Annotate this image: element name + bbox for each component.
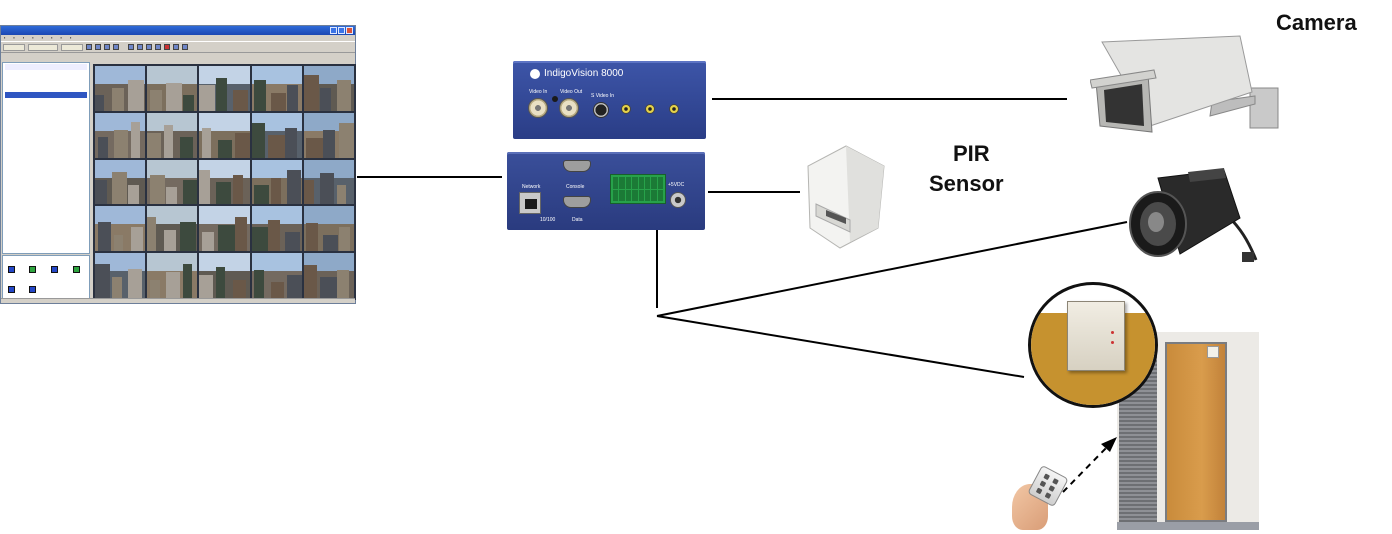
- pir-label-line2: Sensor: [929, 171, 1004, 196]
- camera-tile[interactable]: [251, 206, 302, 252]
- camera-video-grid: [93, 64, 356, 300]
- audio-jack-yellow-icon: [645, 104, 655, 114]
- floor: [1117, 522, 1259, 530]
- camera-tile[interactable]: [199, 206, 250, 252]
- video-in-bnc-icon: [528, 98, 548, 118]
- video-server-front-panel: [513, 61, 706, 139]
- video-in-label: Video In: [529, 89, 548, 95]
- line-branch-to-door: [656, 315, 1025, 378]
- data-port-label: Data: [572, 217, 583, 223]
- site-tree-panel: [2, 62, 90, 254]
- door-contact-sensor-icon: [1028, 282, 1158, 408]
- camera-tile[interactable]: [95, 206, 146, 252]
- window-statusbar: [1, 298, 355, 303]
- audio-jack-icon: [552, 96, 558, 102]
- indigovision-logo-icon: [530, 69, 540, 79]
- office-door: [1165, 342, 1227, 522]
- bullet-camera-icon: [1129, 168, 1258, 262]
- camera-tile[interactable]: [147, 112, 198, 158]
- camera-tile[interactable]: [95, 253, 146, 298]
- pir-sensor-icon: [807, 145, 885, 249]
- power-port-label: +5VDC: [668, 182, 685, 188]
- console-port-label: Console: [566, 184, 585, 190]
- housing-camera-icon: [1090, 35, 1279, 133]
- camera-tile[interactable]: [303, 253, 354, 298]
- line-branch-to-bullet-camera: [656, 221, 1128, 317]
- camera-label: Camera: [1276, 10, 1357, 35]
- close-icon: [346, 27, 353, 34]
- camera-tile[interactable]: [303, 66, 354, 111]
- camera-tile[interactable]: [303, 206, 354, 252]
- remote-signal-arrowhead: [1101, 437, 1117, 452]
- camera-tile[interactable]: [95, 112, 146, 158]
- s-video-port-icon: [593, 102, 609, 118]
- door-contact-sensor-small-icon: [1207, 346, 1219, 358]
- camera-tile[interactable]: [251, 159, 302, 205]
- audio-jack-yellow-icon: [621, 104, 631, 114]
- camera-tile[interactable]: [147, 66, 198, 111]
- camera-tile[interactable]: [95, 159, 146, 205]
- camera-tile[interactable]: [199, 66, 250, 111]
- camera-tile[interactable]: [303, 159, 354, 205]
- camera-tile[interactable]: [199, 112, 250, 158]
- power-connector-icon: [670, 192, 686, 208]
- camera-tile[interactable]: [95, 66, 146, 111]
- window-menubar: ▪▪▪▪▪▪▪▪: [4, 35, 72, 40]
- camera-tile[interactable]: [147, 253, 198, 298]
- camera-tile[interactable]: [199, 253, 250, 298]
- camera-tile[interactable]: [147, 159, 198, 205]
- video-out-bnc-icon: [559, 98, 579, 118]
- device-panel: [2, 255, 90, 300]
- network-speed-label: 10/100: [540, 217, 556, 223]
- window-titlebar: [1, 26, 355, 35]
- ethernet-port-icon: [519, 192, 541, 214]
- device-brand-label: IndigoVision 8000: [544, 68, 624, 79]
- s-video-in-label: S Video In: [591, 93, 614, 99]
- camera-tile[interactable]: [199, 159, 250, 205]
- remote-signal-arrow: [1062, 445, 1109, 493]
- audio-jack-yellow-icon: [669, 104, 679, 114]
- video-out-label: Video Out: [560, 89, 583, 95]
- camera-tile[interactable]: [147, 206, 198, 252]
- camera-tile[interactable]: [303, 112, 354, 158]
- io-terminal-block-icon: [610, 174, 666, 204]
- camera-tile[interactable]: [251, 253, 302, 298]
- camera-tile[interactable]: [251, 112, 302, 158]
- window-subbar: [1, 52, 94, 60]
- console-db9-port-icon: [563, 160, 591, 172]
- data-db9-port-icon: [563, 196, 591, 208]
- window-toolbar: [1, 41, 355, 53]
- control-center-window: ▪▪▪▪▪▪▪▪: [0, 25, 356, 304]
- pir-label-line1: PIR: [953, 141, 990, 166]
- video-server-rear-panel: [507, 152, 705, 230]
- camera-tile[interactable]: [251, 66, 302, 111]
- network-port-label: Network: [522, 184, 541, 190]
